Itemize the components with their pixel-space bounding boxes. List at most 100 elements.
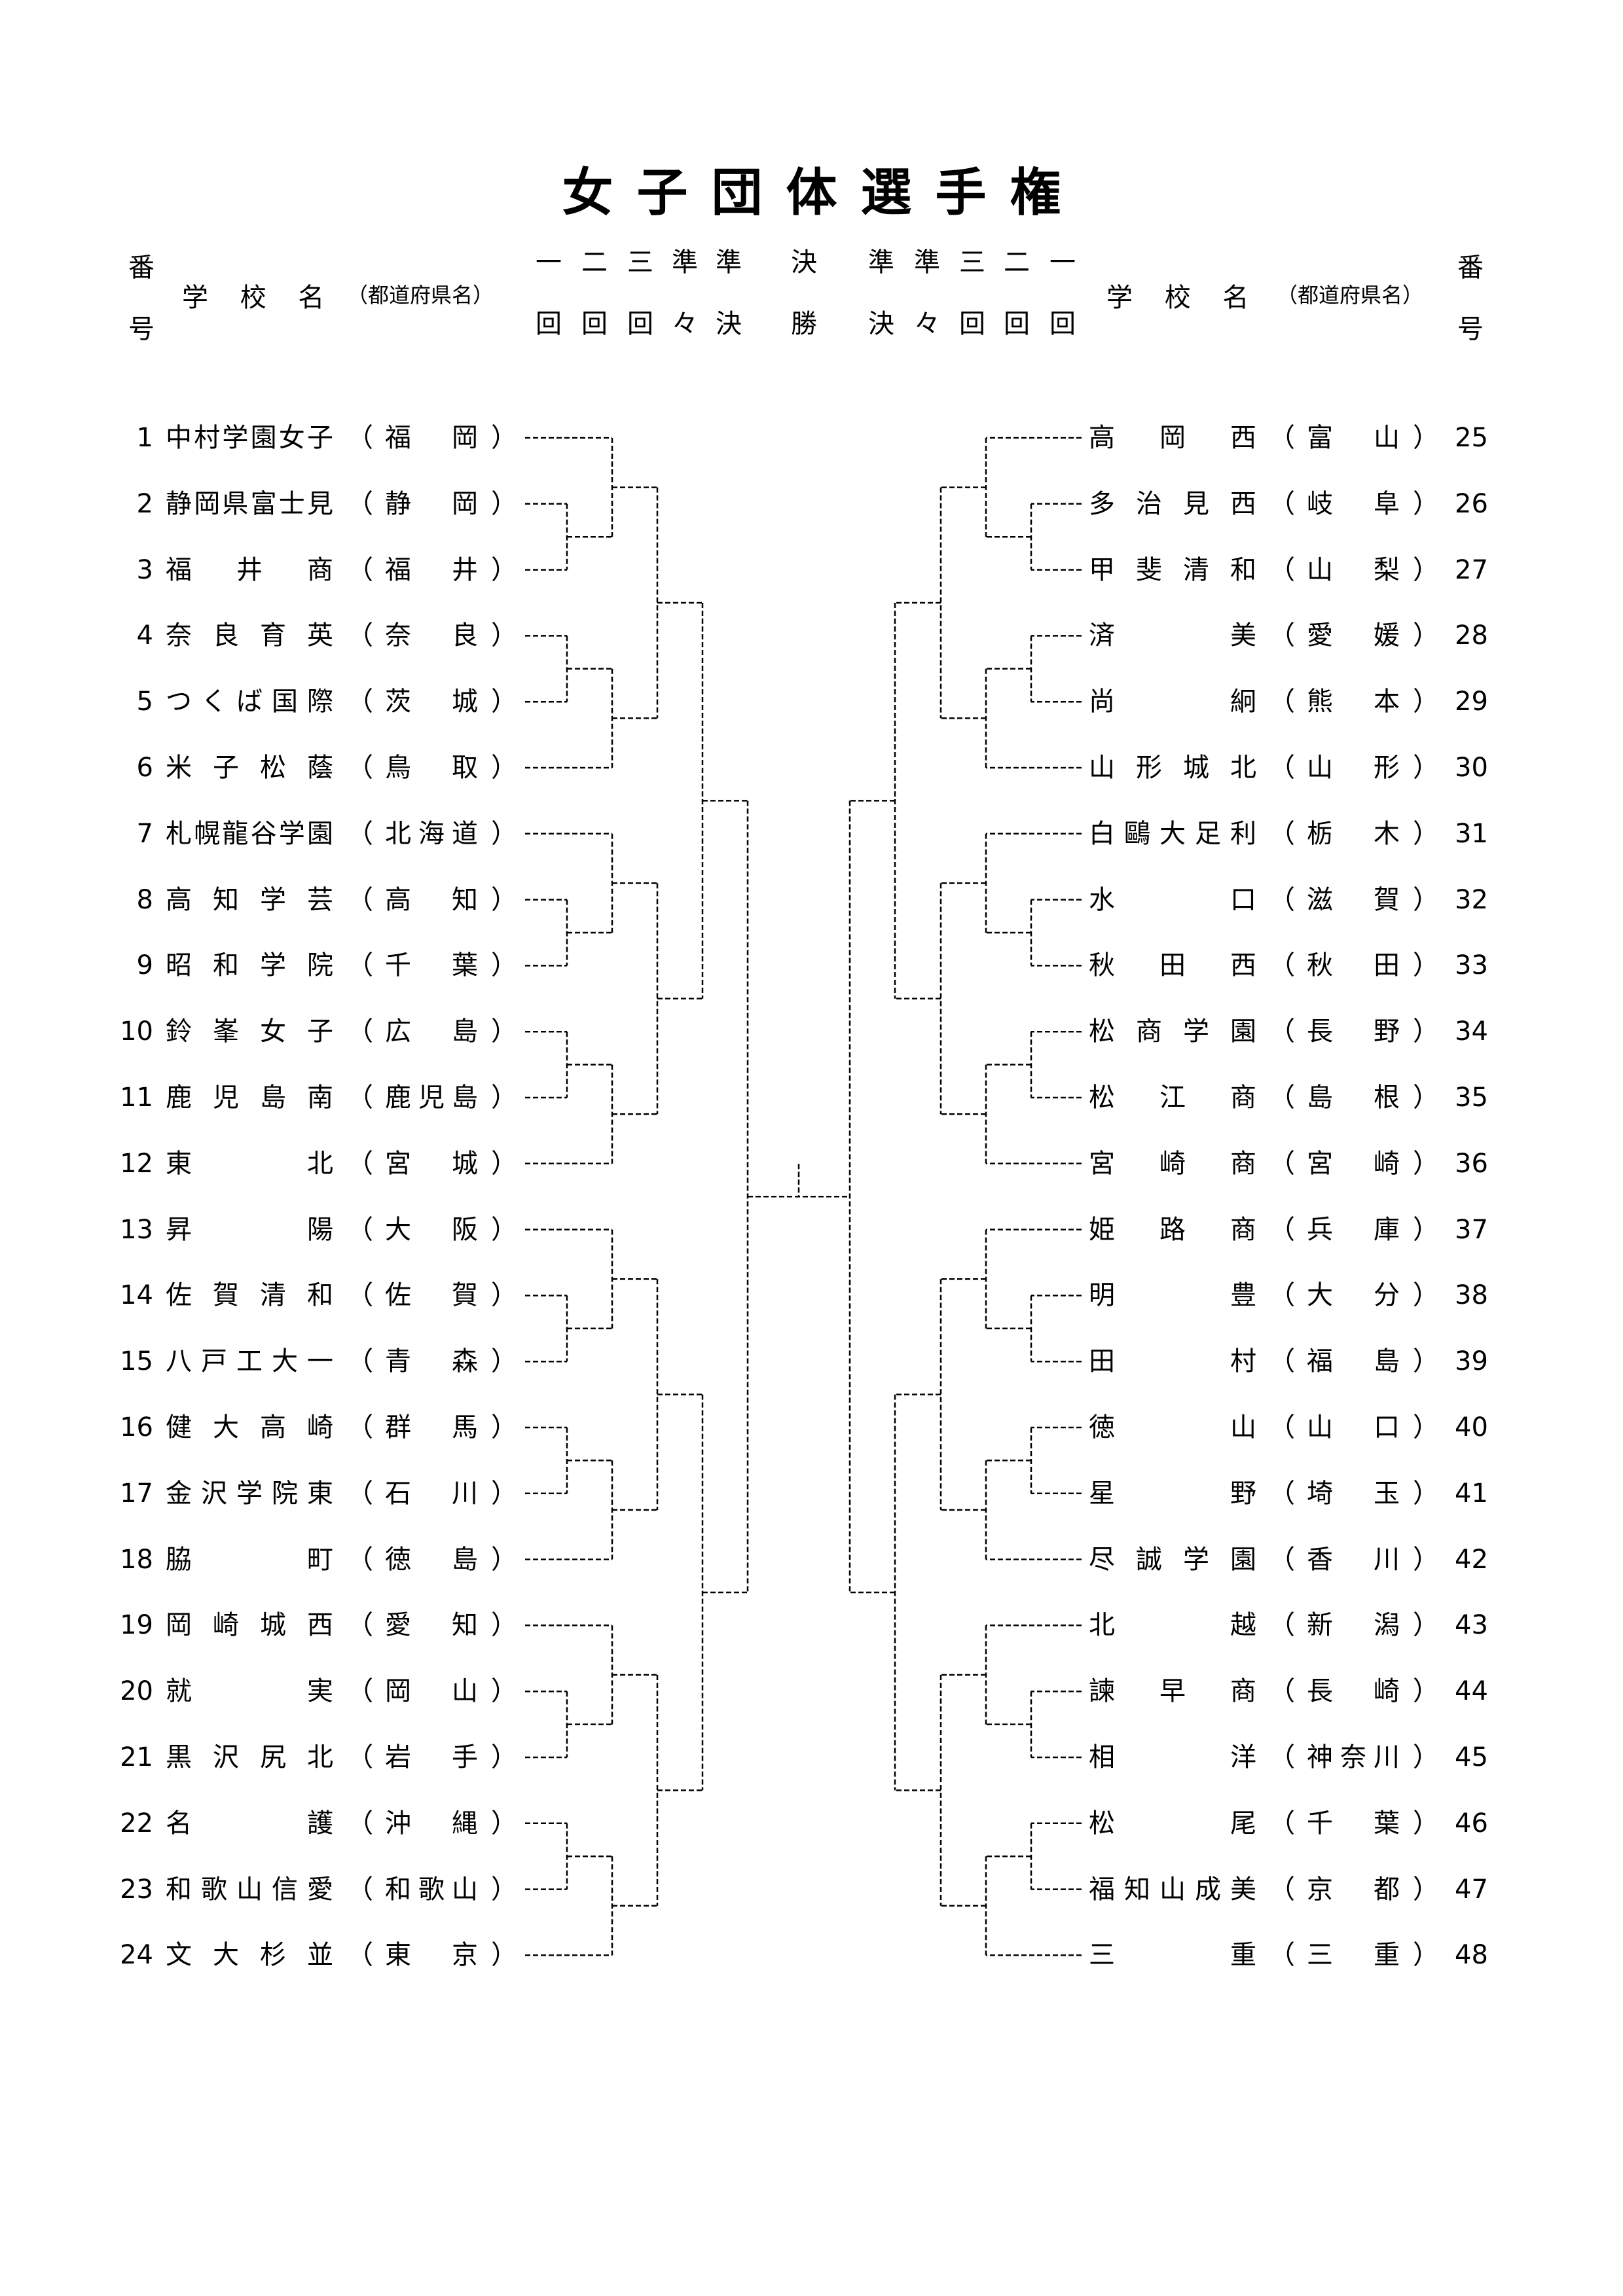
school-name: つくば国際つくば国際 xyxy=(166,687,333,717)
round-label-bottom: 々 xyxy=(914,309,940,339)
paren-close: ） xyxy=(1413,1412,1439,1443)
team-number: 26 xyxy=(1455,488,1488,519)
team-number: 41 xyxy=(1455,1478,1488,1509)
prefecture-name: 愛媛愛媛 xyxy=(1307,620,1400,651)
paren-close: ） xyxy=(491,884,517,915)
paren-close: ） xyxy=(491,488,517,519)
prefecture-name: 静岡静岡 xyxy=(385,488,478,519)
prefecture-name: 岐阜岐阜 xyxy=(1307,488,1400,519)
paren-open: （ xyxy=(347,753,373,783)
school-name: 福井商福井商 xyxy=(166,554,333,585)
round-label-bottom: 回 xyxy=(1049,309,1076,339)
prefecture-name: 宮城宮城 xyxy=(385,1148,478,1179)
team-number: 37 xyxy=(1455,1214,1488,1245)
paren-open: （ xyxy=(347,1016,373,1047)
paren-open: （ xyxy=(1269,1148,1295,1179)
school-name: 高知学芸高知学芸 xyxy=(166,884,333,915)
school-name: 東北東北 xyxy=(166,1148,333,1179)
paren-close: ） xyxy=(1413,884,1439,915)
team-number: 3 xyxy=(136,554,153,585)
paren-close: ） xyxy=(491,687,517,717)
school-name: 中村学園女子中村学園女子 xyxy=(166,423,333,453)
paren-open: （ xyxy=(347,1214,373,1245)
round-label-top: 決 xyxy=(791,247,817,278)
team-number: 6 xyxy=(136,753,153,783)
prefecture-name: 茨城茨城 xyxy=(385,687,478,717)
paren-close: ） xyxy=(1413,1214,1439,1245)
team-number: 19 xyxy=(120,1610,153,1641)
team-number: 32 xyxy=(1455,884,1488,915)
paren-open: （ xyxy=(1269,488,1295,519)
paren-close: ） xyxy=(491,1478,517,1509)
round-label-bottom: 回 xyxy=(627,309,653,339)
school-name: 静岡県富士見静岡県富士見 xyxy=(166,488,333,519)
round-label-top: 三 xyxy=(627,247,653,278)
prefecture-name: 東京東京 xyxy=(385,1940,478,1971)
prefecture-name: 徳島徳島 xyxy=(385,1544,478,1575)
team-number: 40 xyxy=(1455,1412,1488,1443)
paren-close: ） xyxy=(1413,1083,1439,1113)
school-label-right: 学 校 名 xyxy=(1106,283,1261,313)
team-number: 25 xyxy=(1455,423,1488,453)
paren-close: ） xyxy=(1413,1742,1439,1772)
round-label-bottom: 決 xyxy=(716,309,742,339)
school-name: 八戸工大一八戸工大一 xyxy=(166,1346,333,1377)
paren-close: ） xyxy=(491,1874,517,1905)
team-number: 8 xyxy=(136,884,153,915)
paren-open: （ xyxy=(1269,1808,1295,1839)
paren-close: ） xyxy=(1413,1544,1439,1575)
prefecture-name: 福岡福岡 xyxy=(385,423,478,453)
team-number: 9 xyxy=(136,950,153,981)
prefecture-name: 岡山岡山 xyxy=(385,1676,478,1707)
prefecture-name: 京都京都 xyxy=(1307,1874,1400,1905)
school-name: 岡崎城西岡崎城西 xyxy=(166,1610,333,1641)
school-name: 鈴峯女子鈴峯女子 xyxy=(166,1016,333,1047)
paren-close: ） xyxy=(491,950,517,981)
school-name: 尚絅尚絅 xyxy=(1089,687,1256,717)
prefecture-name: 秋田秋田 xyxy=(1307,950,1400,981)
school-name: 松江商松江商 xyxy=(1089,1083,1256,1113)
prefecture-name: 沖縄沖縄 xyxy=(385,1808,478,1839)
team-number: 28 xyxy=(1455,620,1488,651)
paren-close: ） xyxy=(491,1346,517,1377)
team-number: 48 xyxy=(1455,1940,1488,1971)
team-number: 11 xyxy=(120,1083,153,1113)
paren-close: ） xyxy=(1413,620,1439,651)
prefecture-name: 神奈川神奈川 xyxy=(1307,1742,1400,1772)
paren-open: （ xyxy=(1269,884,1295,915)
paren-open: （ xyxy=(1269,1280,1295,1311)
paren-open: （ xyxy=(1269,1676,1295,1707)
team-number: 21 xyxy=(120,1742,153,1772)
paren-open: （ xyxy=(1269,554,1295,585)
prefecture-name: 北海道北海道 xyxy=(385,818,478,849)
paren-open: （ xyxy=(347,950,373,981)
paren-open: （ xyxy=(1269,1346,1295,1377)
team-number: 30 xyxy=(1455,753,1488,783)
team-number: 45 xyxy=(1455,1742,1488,1772)
school-name: 昭和学院昭和学院 xyxy=(166,950,333,981)
team-number: 16 xyxy=(120,1412,153,1443)
school-name: 多治見西多治見西 xyxy=(1089,488,1256,519)
paren-close: ） xyxy=(1413,1016,1439,1047)
paren-open: （ xyxy=(347,687,373,717)
round-label-top: 二 xyxy=(581,247,608,278)
team-number: 5 xyxy=(136,687,153,717)
prefecture-name: 栃木栃木 xyxy=(1307,818,1400,849)
team-number: 2 xyxy=(136,488,153,519)
round-label-bottom: 回 xyxy=(581,309,608,339)
paren-close: ） xyxy=(1413,1808,1439,1839)
team-number: 10 xyxy=(120,1016,153,1047)
prefecture-name: 香川香川 xyxy=(1307,1544,1400,1575)
paren-close: ） xyxy=(1413,950,1439,981)
paren-open: （ xyxy=(347,1346,373,1377)
prefecture-name: 滋賀滋賀 xyxy=(1307,884,1400,915)
round-label-top: 一 xyxy=(536,247,562,278)
paren-close: ） xyxy=(491,620,517,651)
round-label-bottom: 勝 xyxy=(791,309,817,339)
paren-open: （ xyxy=(1269,1610,1295,1641)
paren-open: （ xyxy=(347,620,373,651)
round-label-top: 準 xyxy=(716,247,742,278)
school-name: 徳山徳山 xyxy=(1089,1412,1256,1443)
school-name: 黒沢尻北黒沢尻北 xyxy=(166,1742,333,1772)
paren-close: ） xyxy=(1413,1478,1439,1509)
